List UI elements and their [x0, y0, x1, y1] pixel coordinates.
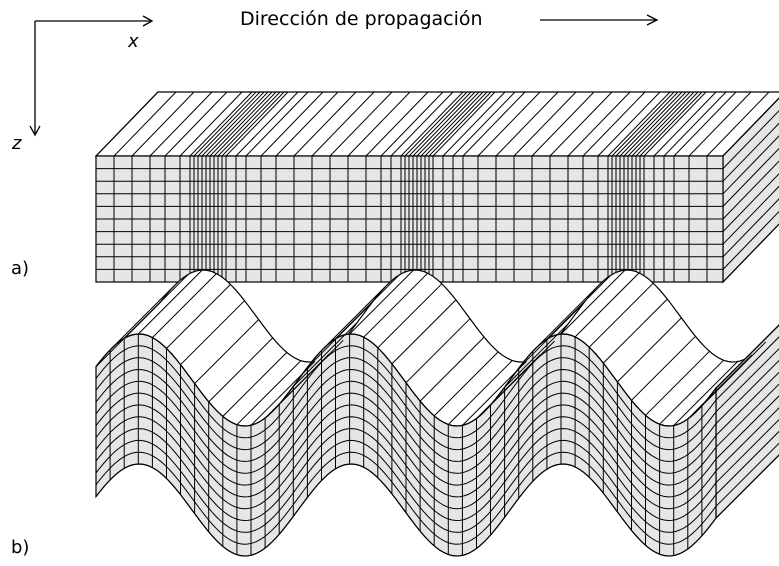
block-b-side-face [715, 324, 779, 520]
panel-b-label: b) [11, 537, 30, 558]
z-axis-label: z [12, 133, 22, 154]
axes [29, 14, 659, 137]
block-a-compression [94, 91, 779, 284]
block-b-grid-lines [95, 269, 779, 557]
z-axis-arrow [29, 21, 41, 137]
block-b-waves [95, 269, 779, 557]
x-axis-label: x [128, 31, 139, 52]
propagation-arrow [540, 14, 659, 26]
propagation-direction-label: Dirección de propagación [240, 8, 483, 30]
x-axis-arrow [35, 15, 154, 27]
panel-a-label: a) [11, 258, 30, 279]
